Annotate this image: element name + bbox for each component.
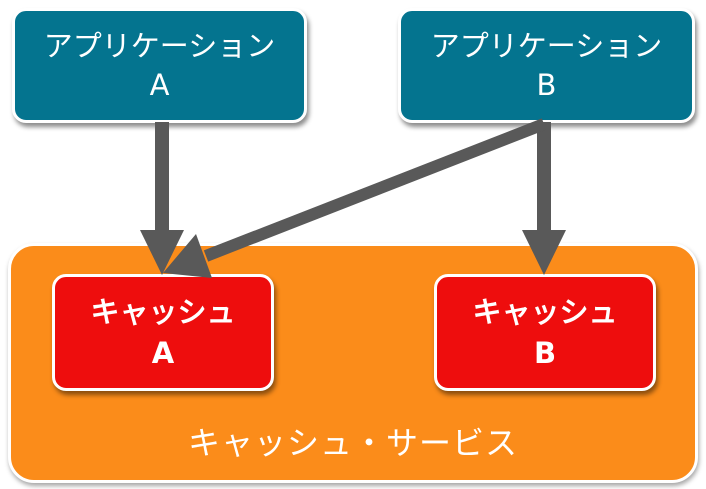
arrow-app-a-to-cache-a xyxy=(140,122,184,275)
cache-b-id: B xyxy=(533,335,557,370)
application-b-box: アプリケーション B xyxy=(398,8,695,123)
cache-a-id: A xyxy=(151,335,175,370)
cache-a-name: キャッシュ xyxy=(90,295,236,330)
cache-a-box: キャッシュ A xyxy=(52,274,274,391)
cache-b-box: キャッシュ B xyxy=(434,274,656,391)
application-a-box: アプリケーション A xyxy=(12,8,307,123)
application-b-id: B xyxy=(536,67,557,102)
application-a-name: アプリケーション xyxy=(43,29,276,64)
cache-service-label: キャッシュ・サービス xyxy=(187,424,518,462)
application-a-id: A xyxy=(149,67,170,102)
cache-b-name: キャッシュ xyxy=(472,295,618,330)
application-b-name: アプリケーション xyxy=(430,29,663,64)
arrow-app-b-to-cache-a xyxy=(163,118,547,278)
arrow-app-b-to-cache-b xyxy=(522,122,566,275)
